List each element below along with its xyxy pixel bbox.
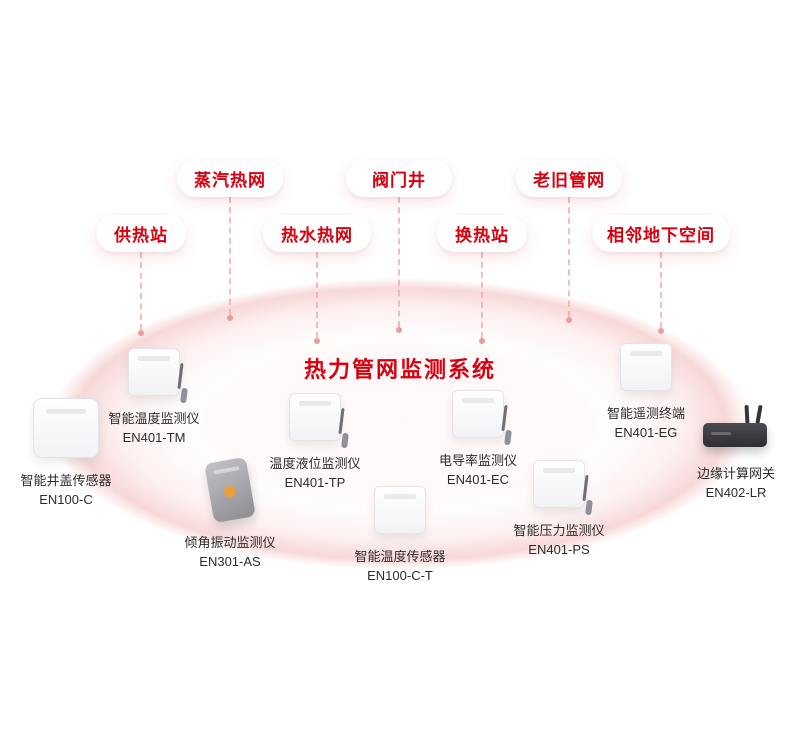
device-telemetry-terminal: 智能遥测终端 EN401-EG <box>596 343 696 442</box>
connector-valve-well <box>396 197 402 333</box>
connector-hot-water-network <box>314 252 320 344</box>
pill-adjacent-underground-space: 相邻地下空间 <box>592 215 730 252</box>
pill-old-pipe-network-label: 老旧管网 <box>533 171 605 190</box>
tilt-vibration-monitor-icon <box>204 456 256 524</box>
pill-steam-network-label: 蒸汽热网 <box>194 171 266 190</box>
pill-hot-water-network: 热水热网 <box>263 215 371 252</box>
device-manhole-sensor: 智能井盖传感器 EN100-C <box>20 398 112 509</box>
pill-heat-exchange-station-label: 换热站 <box>455 226 509 245</box>
device-temperature-sensor: 智能温度传感器 EN100-C-T <box>348 486 452 585</box>
temperature-level-monitor-icon <box>289 393 341 441</box>
edge-gateway-icon <box>703 403 769 451</box>
connector-heating-station <box>138 252 144 336</box>
conductivity-monitor-icon <box>452 390 504 438</box>
device-temperature-monitor: 智能温度监测仪 EN401-TM <box>104 348 204 447</box>
pill-adjacent-underground-space-label: 相邻地下空间 <box>607 226 715 245</box>
pill-heat-exchange-station: 换热站 <box>437 215 527 252</box>
pill-valve-well-label: 阀门井 <box>372 171 426 190</box>
device-model: EN401-TM <box>122 430 186 445</box>
pill-steam-network: 蒸汽热网 <box>177 160 283 197</box>
device-conductivity-monitor: 电导率监测仪 EN401-EC <box>428 390 528 489</box>
telemetry-terminal-icon <box>620 343 672 391</box>
device-name: 智能井盖传感器 <box>20 473 112 488</box>
sensor-cable-icon <box>335 408 349 452</box>
device-model: EN401-EG <box>614 425 678 440</box>
device-temperature-level-monitor: 温度液位监测仪 EN401-TP <box>264 393 366 492</box>
device-model: EN401-PS <box>528 542 590 557</box>
device-pressure-monitor: 智能压力监测仪 EN401-PS <box>508 460 610 559</box>
manhole-sensor-icon <box>33 398 99 458</box>
device-name: 智能温度传感器 <box>354 549 446 564</box>
pill-old-pipe-network: 老旧管网 <box>516 160 622 197</box>
device-name: 温度液位监测仪 <box>269 456 361 471</box>
device-tilt-vibration-monitor: 倾角振动监测仪 EN301-AS <box>180 456 280 571</box>
device-model: EN100-C-T <box>367 568 433 583</box>
connector-heat-exchange-station <box>479 252 485 344</box>
diagram-title: 热力管网监测系统 <box>303 357 497 382</box>
device-name: 智能压力监测仪 <box>513 523 605 538</box>
pill-hot-water-network-label: 热水热网 <box>281 226 353 245</box>
temperature-sensor-icon <box>374 486 426 534</box>
device-model: EN402-LR <box>705 485 767 500</box>
connector-adjacent-underground-space <box>658 252 664 334</box>
pill-heating-station: 供热站 <box>96 215 186 252</box>
pill-heating-station-label: 供热站 <box>114 226 168 245</box>
device-model: EN401-TP <box>284 475 346 490</box>
pill-valve-well: 阀门井 <box>346 160 452 197</box>
device-edge-gateway: 边缘计算网关 EN402-LR <box>684 403 788 502</box>
pressure-monitor-icon <box>533 460 585 508</box>
antenna-icon <box>744 404 750 425</box>
device-model: EN401-EC <box>446 472 510 487</box>
device-model: EN301-AS <box>199 554 261 569</box>
device-model: EN100-C <box>39 492 93 507</box>
connector-steam-network <box>227 197 233 321</box>
device-name: 智能遥测终端 <box>606 406 685 421</box>
device-name: 智能温度监测仪 <box>108 411 200 426</box>
temperature-monitor-icon <box>128 348 180 396</box>
device-name: 倾角振动监测仪 <box>184 535 276 550</box>
sensor-probe-icon <box>498 405 512 449</box>
sensor-probe-icon <box>579 475 593 519</box>
device-name: 边缘计算网关 <box>696 466 775 481</box>
sensor-cable-icon <box>174 363 188 407</box>
antenna-icon <box>755 404 763 425</box>
connector-old-pipe-network <box>566 197 572 323</box>
device-name: 电导率监测仪 <box>438 453 517 468</box>
